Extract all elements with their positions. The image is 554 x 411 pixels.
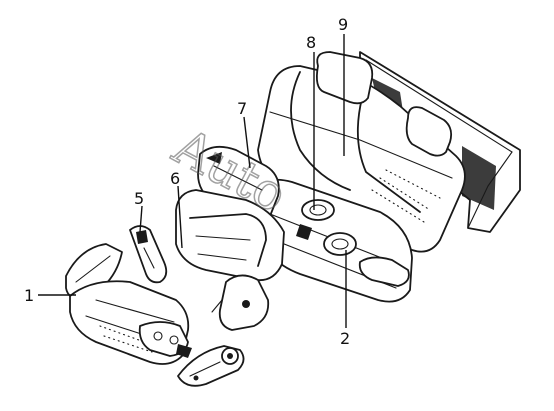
leader-6 xyxy=(177,185,183,249)
callout-labels: 1 2 5 6 7 8 9 xyxy=(24,15,350,348)
callout-1: 1 xyxy=(24,286,34,305)
callout-9: 9 xyxy=(338,15,348,34)
bracket-part xyxy=(129,225,168,284)
rear-seat-back xyxy=(257,51,521,253)
callout-2: 2 xyxy=(340,329,350,348)
front-seat-cushion xyxy=(65,243,192,365)
callout-7: 7 xyxy=(237,99,247,118)
callout-6: 6 xyxy=(170,169,180,188)
leader-7 xyxy=(243,116,251,169)
seat-rail xyxy=(177,345,245,387)
callout-8: 8 xyxy=(306,33,316,52)
belt-buckle-right xyxy=(323,232,357,256)
rear-seat-cushion xyxy=(259,178,413,303)
belt-buckle-left xyxy=(301,199,335,221)
callout-5: 5 xyxy=(134,189,144,208)
leader-lines xyxy=(38,34,347,328)
leader-5 xyxy=(139,205,143,233)
front-seat-back xyxy=(175,189,285,331)
